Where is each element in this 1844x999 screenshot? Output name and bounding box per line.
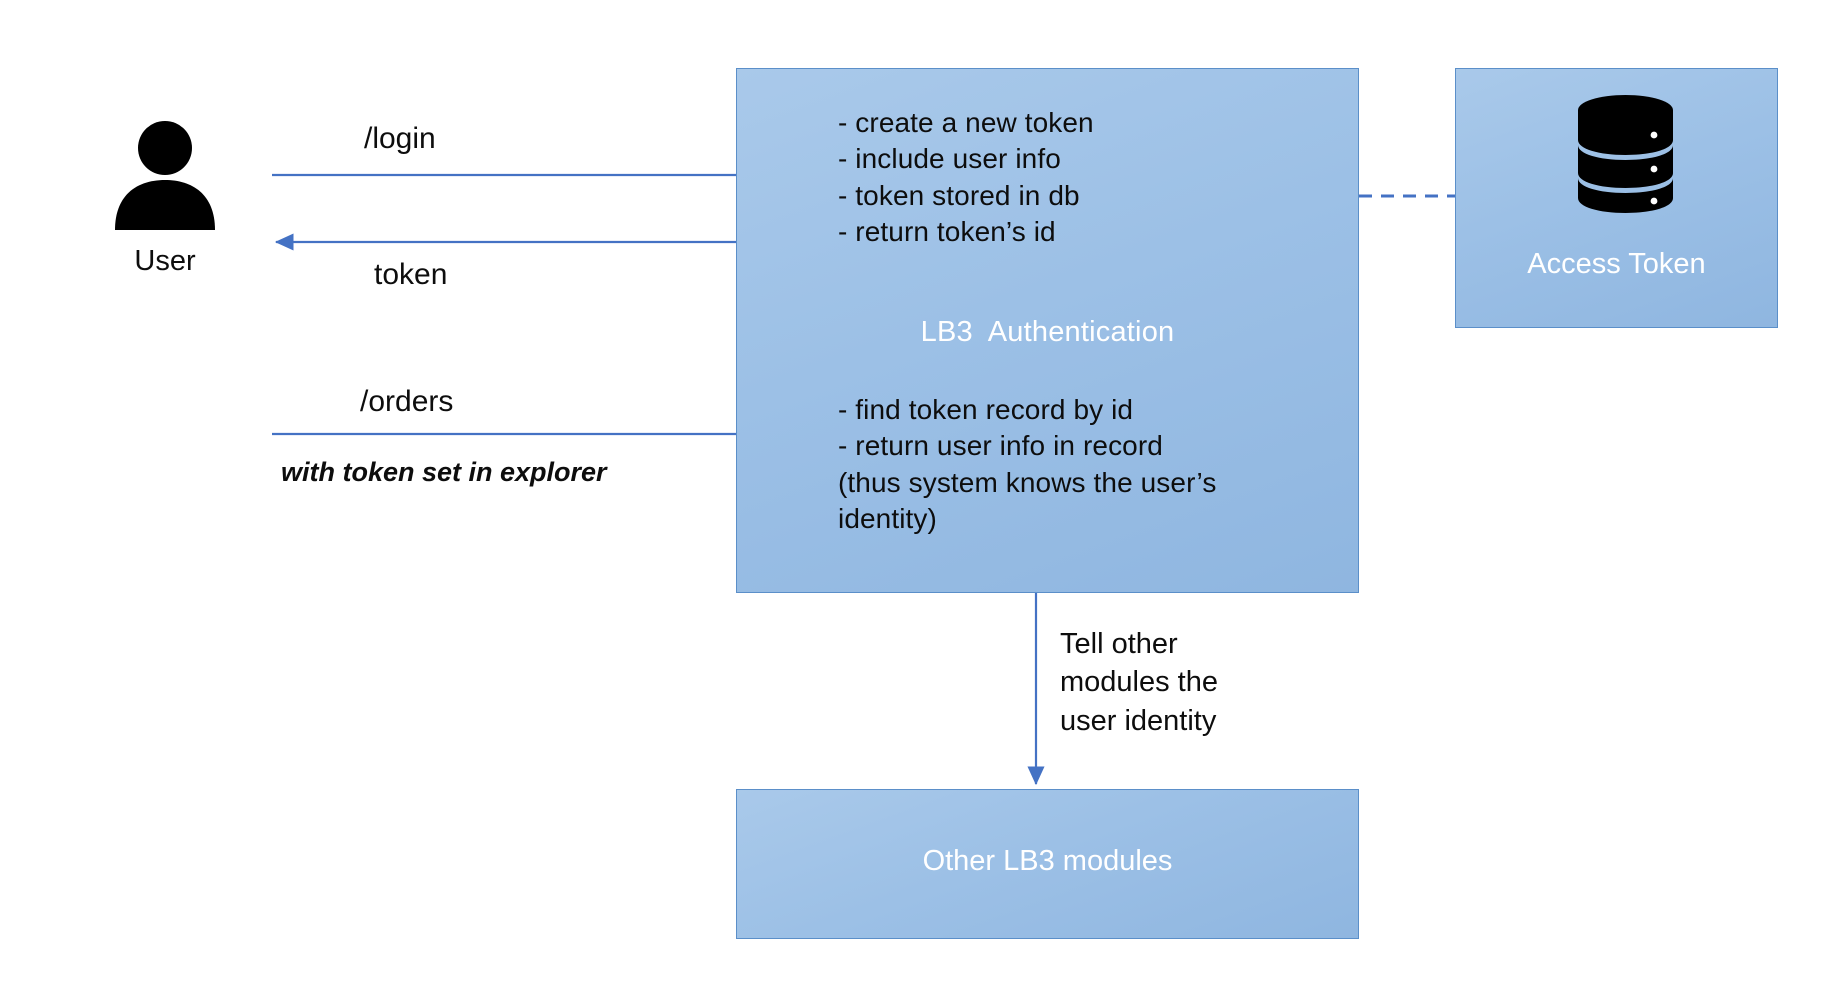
edge-label-login: /login bbox=[364, 122, 436, 155]
other-lb3-modules-label: Other LB3 modules bbox=[922, 845, 1173, 877]
access-token-label: Access Token bbox=[1527, 248, 1706, 280]
database-icon bbox=[1578, 95, 1673, 213]
auth-top-bullet-lines: - create a new token - include user info… bbox=[838, 107, 1094, 248]
edge-label-token: token bbox=[374, 258, 448, 291]
edge-label-tell-modules: Tell other modules the user identity bbox=[1060, 628, 1218, 737]
other-lb3-modules-box[interactable] bbox=[736, 789, 1359, 939]
edge-note-orders-explorer: with token set in explorer bbox=[281, 457, 607, 487]
edge-label-orders: /orders bbox=[360, 385, 454, 418]
lb3-authentication-box[interactable] bbox=[736, 68, 1359, 593]
auth-bottom-bullet-lines: - find token record by id - return user … bbox=[838, 394, 1217, 535]
user-label: User bbox=[134, 245, 196, 277]
auth-box-title: LB3 Authentication bbox=[920, 316, 1175, 348]
person-icon bbox=[115, 121, 215, 230]
